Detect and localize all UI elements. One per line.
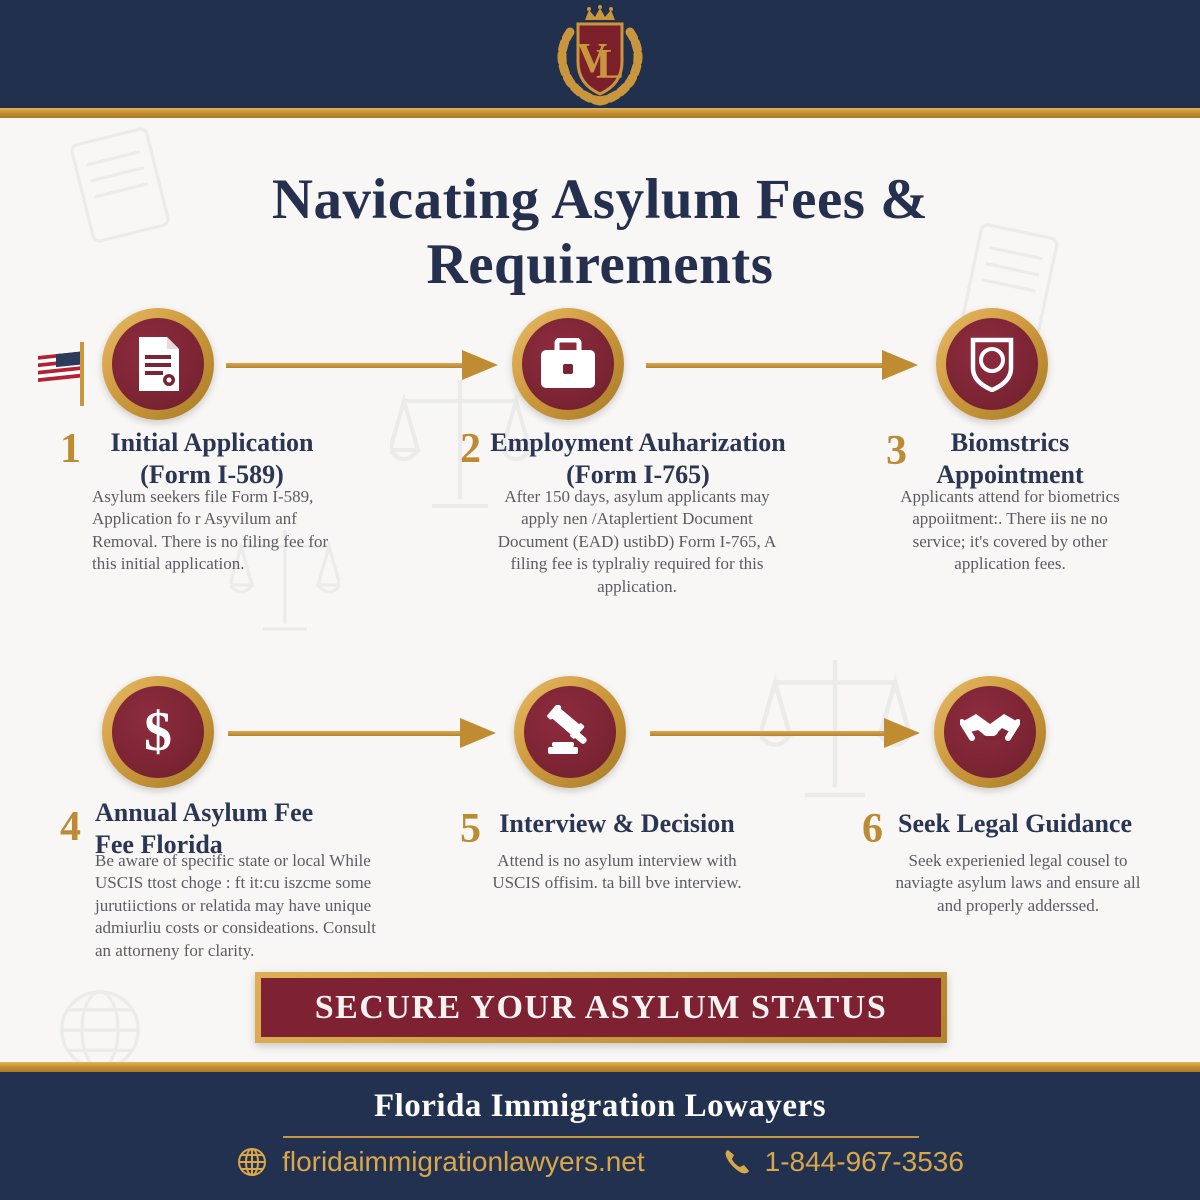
us-flag-icon xyxy=(38,342,84,406)
step3-badge xyxy=(936,308,1048,420)
phone-text: 1-844-967-3536 xyxy=(764,1146,964,1177)
step3-number: 3 xyxy=(886,428,907,474)
globe-icon xyxy=(238,1148,267,1176)
flow-arrow xyxy=(646,350,918,380)
step5-badge xyxy=(514,676,626,788)
cta-banner[interactable]: SECURE YOUR ASYLUM STATUS xyxy=(255,972,947,1043)
step5-body: Attend is no asylum interview with USCIS… xyxy=(492,851,742,893)
step2-number: 2 xyxy=(460,426,481,472)
svg-text:V: V xyxy=(577,36,607,82)
step4-number: 4 xyxy=(60,804,81,850)
step5-number: 5 xyxy=(460,806,481,852)
svg-text:L: L xyxy=(596,42,624,88)
briefcase-icon xyxy=(541,338,595,388)
page-title: Navicating Asylum Fees & Requirements xyxy=(271,168,929,296)
step4-badge: $ xyxy=(102,676,214,788)
step6-badge xyxy=(934,676,1046,788)
gavel-icon xyxy=(547,705,587,754)
flow-arrow xyxy=(650,718,920,748)
step6-number: 6 xyxy=(862,806,883,852)
step6-heading: Seek Legal Guidance xyxy=(897,809,1132,838)
step2-body: After 150 days, asylum applicants may ap… xyxy=(497,487,777,596)
firm-logo: V L xyxy=(557,5,643,106)
step4-body: Be aware of specific state or local Whil… xyxy=(95,851,376,960)
gold-stripe-top xyxy=(0,108,1200,118)
step1-badge xyxy=(102,308,214,420)
step5-heading: Interview & Decision xyxy=(499,809,735,838)
step1-heading: Initial Application (Form I-589) xyxy=(110,428,314,489)
flow-arrow xyxy=(228,718,496,748)
website-link[interactable]: floridaimmigrationlawyers.net xyxy=(236,1146,645,1178)
step2-heading: Employment Auharization (Form I-765) xyxy=(490,428,786,489)
step6-body: Seek experienied legal cousel to naviagt… xyxy=(895,851,1141,915)
cta-label: SECURE YOUR ASYLUM STATUS xyxy=(314,988,888,1026)
gold-stripe-bottom xyxy=(0,1062,1200,1072)
step2-badge xyxy=(512,308,624,420)
website-text: floridaimmigrationlawyers.net xyxy=(282,1146,645,1177)
document-watermark xyxy=(70,127,170,243)
step3-heading: Biomstrics Appointment xyxy=(936,428,1084,489)
company-name: Florida Immigration Lowayers xyxy=(373,1088,827,1124)
step3-body: Applicants attend for biometrics appoiit… xyxy=(900,487,1120,574)
step1-body: Asylum seekers file Form I-589, Applicat… xyxy=(92,487,329,574)
step1-number: 1 xyxy=(60,426,81,472)
dollar-icon: $ xyxy=(144,701,172,763)
shield-badge-icon xyxy=(970,337,1014,392)
footer-divider xyxy=(283,1136,919,1138)
scales-watermark xyxy=(390,380,530,509)
document-watermark xyxy=(961,223,1059,337)
handshake-icon xyxy=(960,714,1020,741)
flow-arrow xyxy=(226,350,498,380)
phone-link[interactable]: 1-844-967-3536 xyxy=(723,1146,964,1178)
phone-icon xyxy=(725,1150,749,1174)
document-icon xyxy=(139,337,179,391)
footer-contact: floridaimmigrationlawyers.net 1-844-967-… xyxy=(0,1146,1200,1178)
scales-watermark xyxy=(230,530,340,631)
step4-heading: Annual Asylum Fee Fee Florida xyxy=(95,798,314,859)
